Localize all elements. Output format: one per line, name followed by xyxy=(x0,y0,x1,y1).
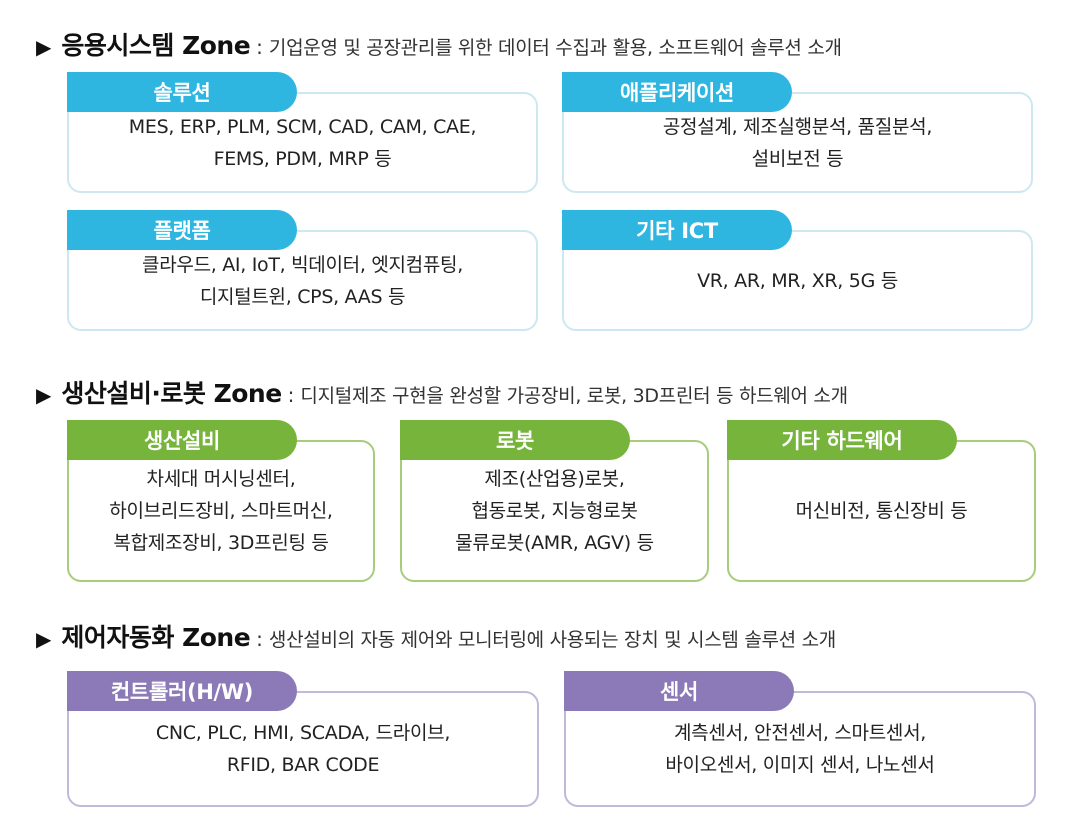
card-label: 솔루션 xyxy=(67,72,297,112)
card-line: 물류로봇(AMR, AGV) 등 xyxy=(455,532,654,554)
card-line: CNC, PLC, HMI, SCADA, 드라이브, xyxy=(155,722,451,744)
card-box: 클라우드, AI, IoT, 빅데이터, 엣지컴퓨팅, 디지털트윈, CPS, … xyxy=(67,230,538,331)
section-title: ▶ 응용시스템 Zone : 기업운영 및 공장관리를 위한 데이터 수집과 활… xyxy=(36,26,842,62)
card-line: 차세대 머시닝센터, xyxy=(146,468,296,490)
card-box: 제조(산업용)로봇, 협동로봇, 지능형로봇 물류로봇(AMR, AGV) 등 xyxy=(400,440,709,582)
card-content: 차세대 머시닝센터, 하이브리드장비, 스마트머신, 복합제조장비, 3D프린팅… xyxy=(69,442,373,580)
zone-name: 제어자동화 Zone xyxy=(61,623,251,652)
card-label: 기타 ICT xyxy=(562,210,792,250)
card-content: VR, AR, MR, XR, 5G 등 xyxy=(564,232,1031,329)
card-line: RFID, BAR CODE xyxy=(226,754,380,776)
card-line: 공정설계, 제조실행분석, 품질분석, xyxy=(662,115,933,138)
card-line: MES, ERP, PLM, SCM, CAD, CAM, CAE, xyxy=(128,115,477,138)
card-line: 제조(산업용)로봇, xyxy=(484,468,625,490)
card-line: 계측센서, 안전센서, 스마트센서, xyxy=(673,722,927,744)
card-content: 계측센서, 안전센서, 스마트센서, 바이오센서, 이미지 센서, 나노센서 xyxy=(566,693,1034,805)
card-label: 컨트롤러(H/W) xyxy=(67,671,297,711)
zone-separator: : xyxy=(256,35,263,59)
triangle-right-icon: ▶ xyxy=(36,627,52,651)
card-content: 제조(산업용)로봇, 협동로봇, 지능형로봇 물류로봇(AMR, AGV) 등 xyxy=(402,442,707,580)
card-line: 설비보전 등 xyxy=(751,147,844,170)
triangle-right-icon: ▶ xyxy=(36,383,52,407)
card-box: 머신비전, 통신장비 등 xyxy=(727,440,1036,582)
zone-separator: : xyxy=(256,627,263,651)
zone-separator: : xyxy=(287,383,295,407)
card-content: CNC, PLC, HMI, SCADA, 드라이브, RFID, BAR CO… xyxy=(69,693,537,805)
card-line: 복합제조장비, 3D프린팅 등 xyxy=(113,532,329,554)
zone-description: 기업운영 및 공장관리를 위한 데이터 수집과 활용, 소프트웨어 솔루션 소개 xyxy=(268,37,842,59)
card-line: 하이브리드장비, 스마트머신, xyxy=(109,500,333,522)
card-label: 로봇 xyxy=(400,420,630,460)
card-label: 플랫폼 xyxy=(67,210,297,250)
zone-name: 생산설비·로봇 Zone xyxy=(61,379,282,408)
zone-name: 응용시스템 Zone xyxy=(61,31,251,60)
zone-description: 디지털제조 구현을 완성할 가공장비, 로봇, 3D프린터 등 하드웨어 소개 xyxy=(300,385,848,407)
card-line: 협동로봇, 지능형로봇 xyxy=(471,500,638,522)
card-line: 디지털트윈, CPS, AAS 등 xyxy=(199,285,406,308)
card-content: 공정설계, 제조실행분석, 품질분석, 설비보전 등 xyxy=(564,94,1031,191)
card-content: MES, ERP, PLM, SCM, CAD, CAM, CAE, FEMS,… xyxy=(69,94,536,191)
card-line: 클라우드, AI, IoT, 빅데이터, 엣지컴퓨팅, xyxy=(142,253,463,276)
card-box: MES, ERP, PLM, SCM, CAD, CAM, CAE, FEMS,… xyxy=(67,92,538,193)
card-line: FEMS, PDM, MRP 등 xyxy=(213,147,392,170)
card-label: 센서 xyxy=(564,671,794,711)
card-content: 클라우드, AI, IoT, 빅데이터, 엣지컴퓨팅, 디지털트윈, CPS, … xyxy=(69,232,536,329)
card-box: 차세대 머시닝센터, 하이브리드장비, 스마트머신, 복합제조장비, 3D프린팅… xyxy=(67,440,375,582)
card-line: 바이오센서, 이미지 센서, 나노센서 xyxy=(665,754,935,776)
card-line: VR, AR, MR, XR, 5G 등 xyxy=(697,269,898,292)
zone-description: 생산설비의 자동 제어와 모니터링에 사용되는 장치 및 시스템 솔루션 소개 xyxy=(268,629,836,651)
section-title: ▶ 생산설비·로봇 Zone : 디지털제조 구현을 완성할 가공장비, 로봇,… xyxy=(36,374,848,410)
card-label: 기타 하드웨어 xyxy=(727,420,957,460)
card-label: 애플리케이션 xyxy=(562,72,792,112)
card-label: 생산설비 xyxy=(67,420,297,460)
section-title: ▶ 제어자동화 Zone : 생산설비의 자동 제어와 모니터링에 사용되는 장… xyxy=(36,618,836,654)
triangle-right-icon: ▶ xyxy=(36,35,52,59)
card-line: 머신비전, 통신장비 등 xyxy=(795,500,968,522)
card-content: 머신비전, 통신장비 등 xyxy=(729,442,1034,580)
